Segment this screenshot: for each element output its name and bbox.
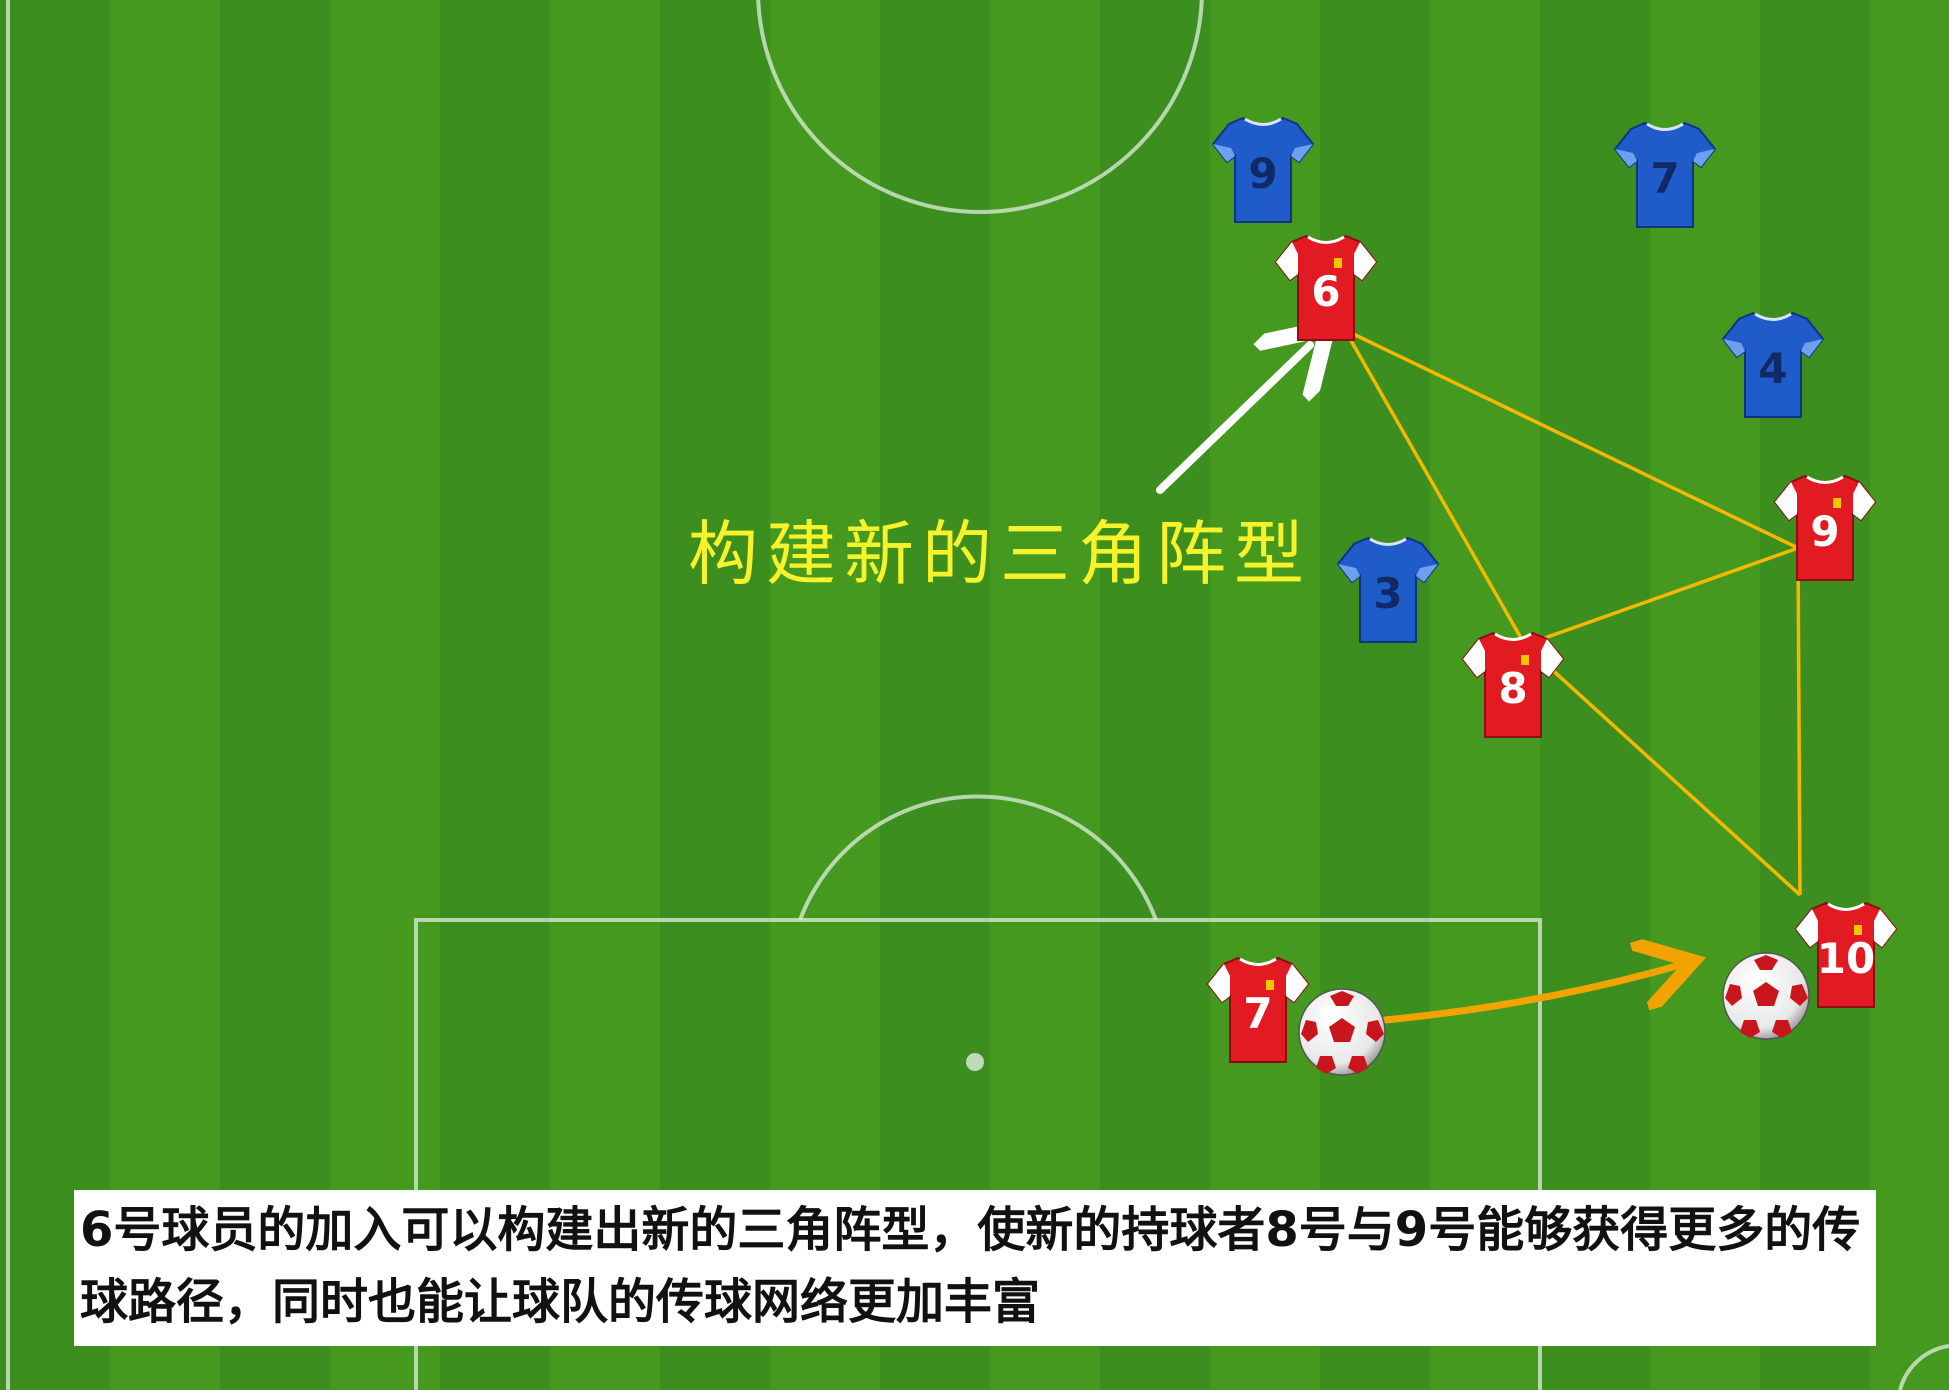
blue-jersey-icon	[1721, 311, 1825, 418]
corner-arc	[1898, 1344, 1949, 1390]
jersey-number: 9	[1810, 507, 1840, 556]
red-jersey-icon	[1461, 631, 1565, 738]
jersey-number: 3	[1373, 569, 1403, 618]
blue-jersey-icon	[1613, 121, 1717, 228]
jersey-number: 7	[1243, 989, 1273, 1038]
center-circle	[756, 0, 1204, 214]
penalty-arc	[798, 794, 1158, 921]
triangle-annotation: 构建新的三角阵型	[688, 513, 1312, 595]
caption-text: 6号球员的加入可以构建出新的三角阵型，使新的持球者8号与9号能够获得更多的传球路…	[80, 1202, 1861, 1330]
red-player-7: 7	[1200, 950, 1316, 1070]
penalty-area	[414, 918, 1542, 1390]
red-player-10: 10	[1788, 895, 1904, 1015]
red-jersey-icon	[1206, 956, 1310, 1063]
blue-player-7: 7	[1607, 115, 1723, 235]
jersey-number: 4	[1758, 344, 1788, 393]
red-player-9: 9	[1767, 468, 1883, 588]
red-jersey-icon	[1773, 474, 1877, 581]
annotation-arrow	[1156, 345, 1310, 494]
pass-arrow	[1381, 965, 1680, 1024]
jersey-number: 6	[1311, 267, 1341, 316]
red-player-6: 6	[1268, 228, 1384, 348]
blue-jersey-icon	[1211, 116, 1315, 223]
blue-player-4: 4	[1715, 305, 1831, 425]
penalty-spot	[966, 1053, 984, 1071]
red-player-8: 8	[1455, 625, 1571, 745]
jersey-number: 8	[1498, 664, 1528, 713]
blue-player-9: 9	[1205, 110, 1321, 230]
jersey-number: 9	[1248, 149, 1278, 198]
jersey-number: 10	[1816, 934, 1876, 983]
football-icon	[1720, 950, 1812, 1042]
blue-player-3: 3	[1330, 530, 1446, 650]
football-icon	[1296, 986, 1388, 1078]
red-jersey-icon	[1794, 901, 1898, 1008]
caption-box: 6号球员的加入可以构建出新的三角阵型，使新的持球者8号与9号能够获得更多的传球路…	[74, 1190, 1876, 1346]
jersey-number: 7	[1650, 154, 1680, 203]
red-jersey-icon	[1274, 234, 1378, 341]
blue-jersey-icon	[1336, 536, 1440, 643]
passing-lines	[1343, 328, 1802, 897]
